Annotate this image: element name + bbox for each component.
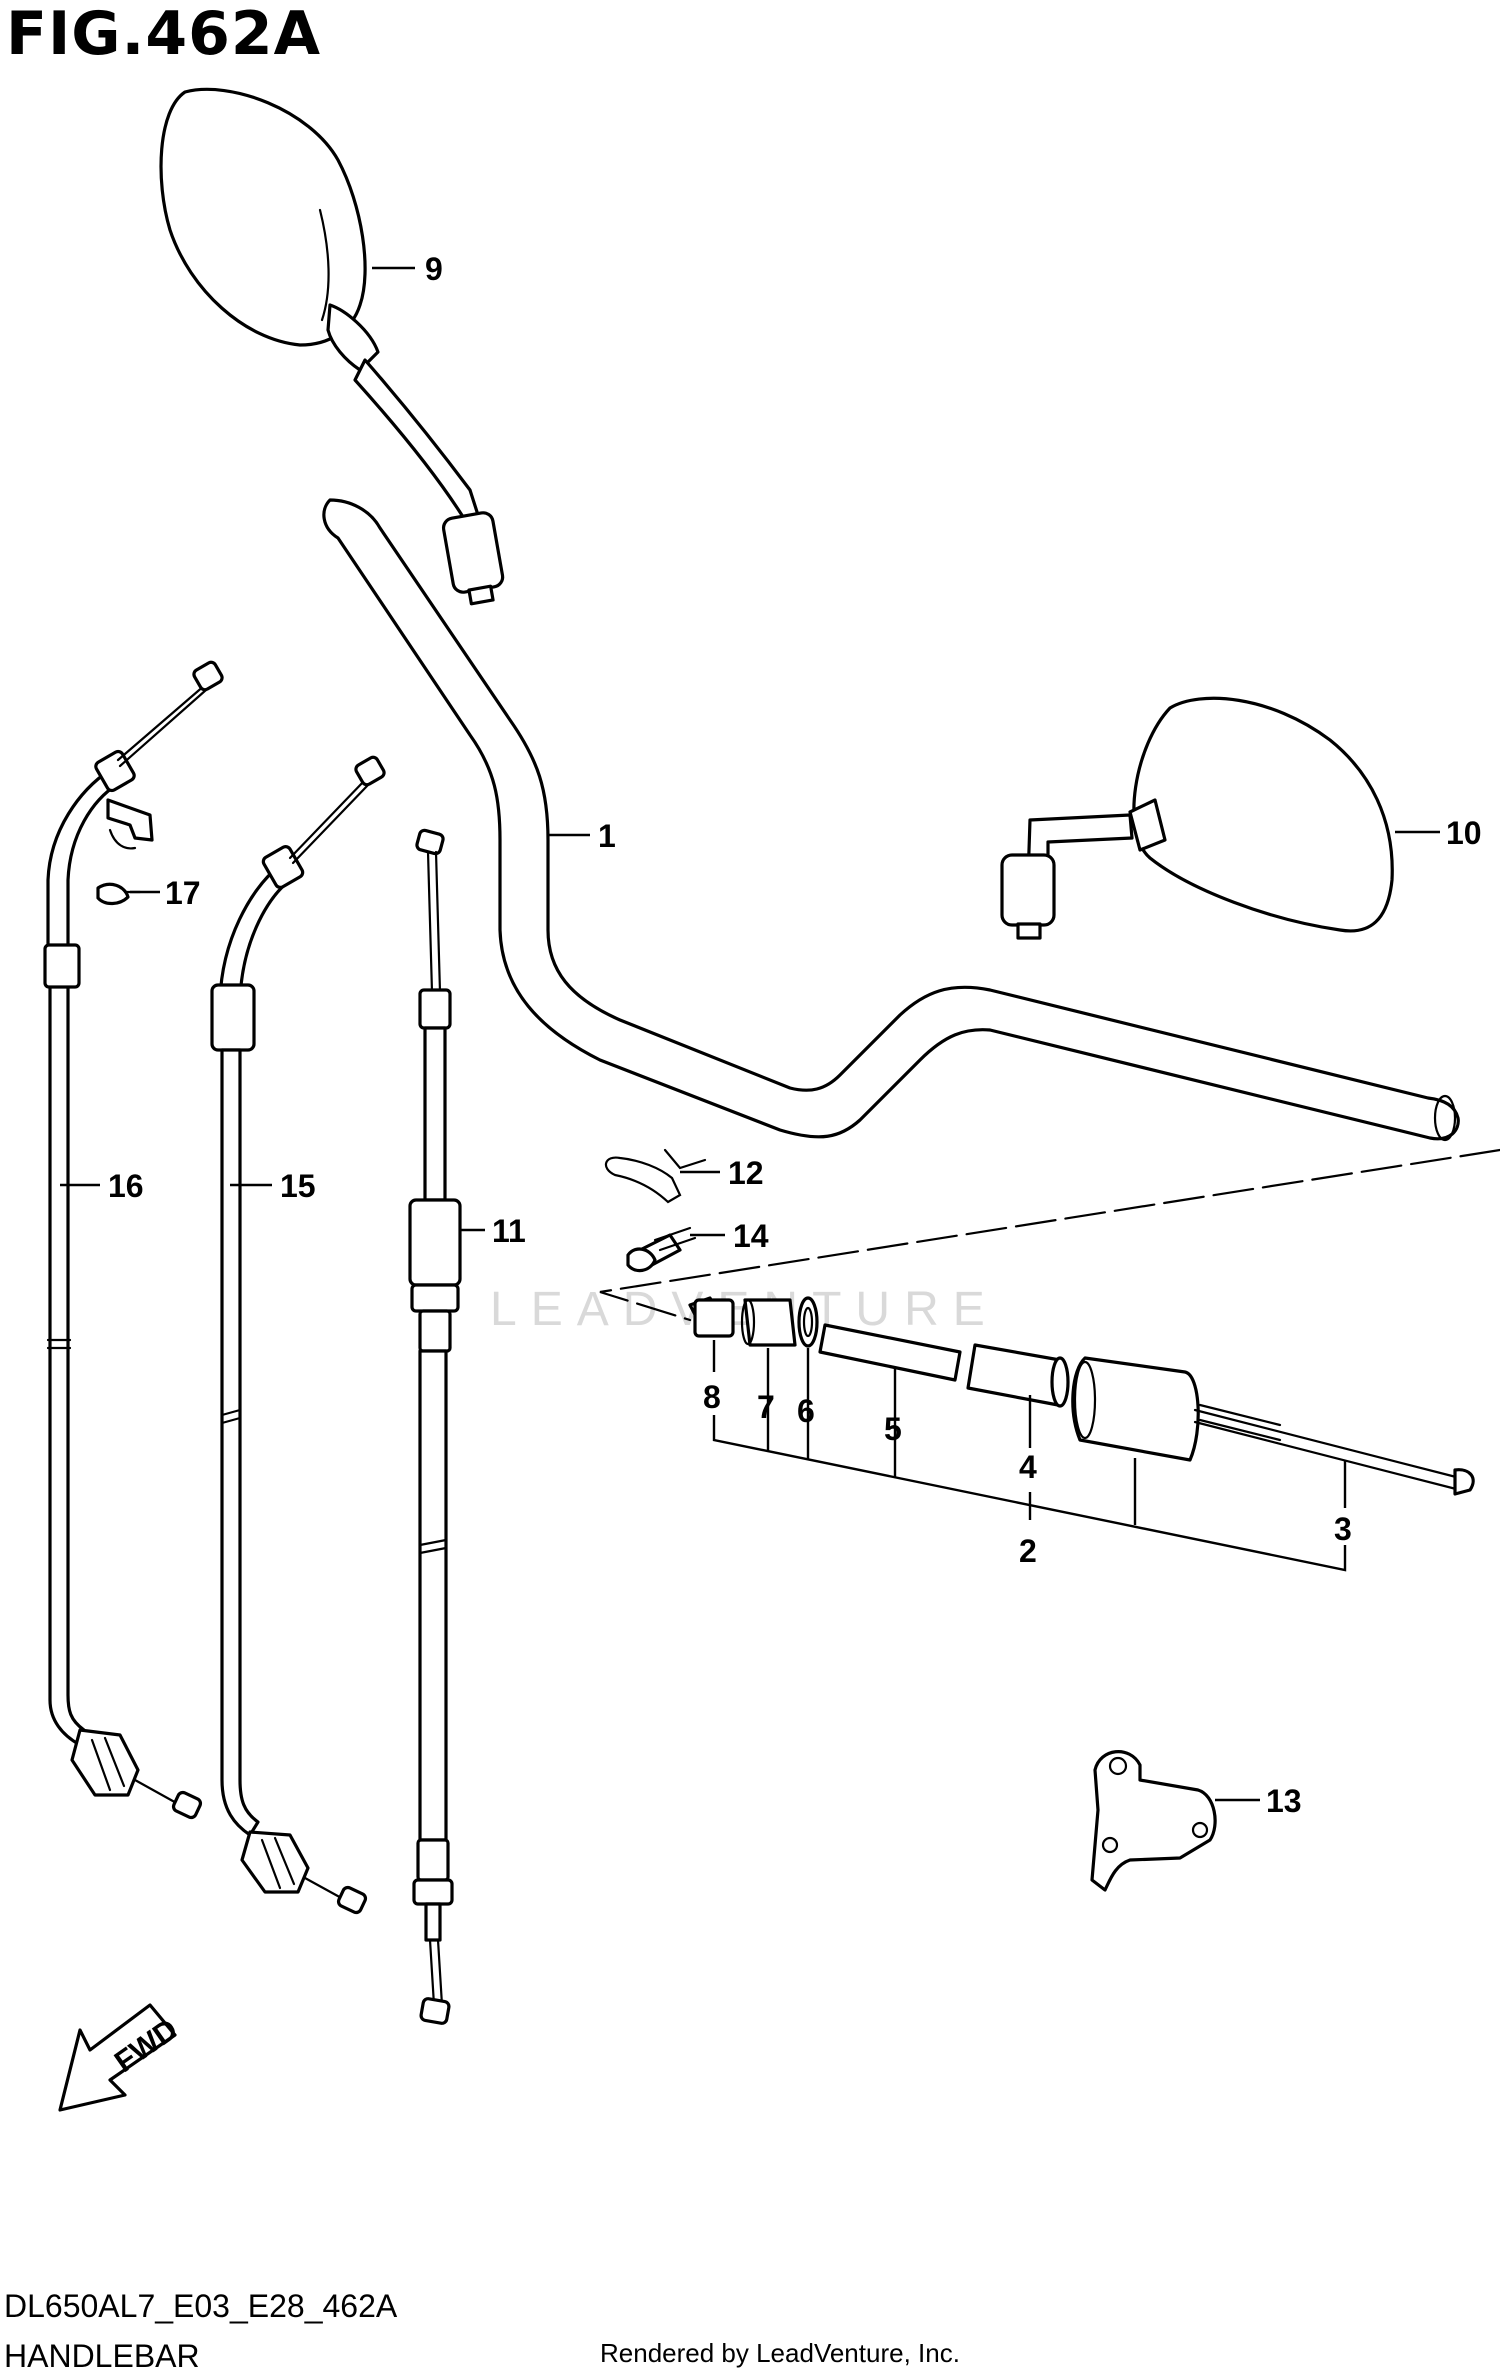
watermark: LEADVENTURE [490, 1283, 999, 1336]
render-credit: Rendered by LeadVenture, Inc. [600, 2338, 960, 2368]
mirror-right[interactable] [1000, 696, 1394, 940]
callout-11: 11 [492, 1213, 526, 1249]
callout-1: 1 [598, 818, 616, 854]
callout-6: 6 [797, 1393, 815, 1429]
cable-16[interactable] [43, 660, 224, 1820]
callout-15: 15 [280, 1168, 316, 1204]
callout-17: 17 [165, 875, 201, 911]
callout-16: 16 [108, 1168, 144, 1204]
cable-11[interactable] [408, 828, 462, 2025]
handlebar[interactable] [322, 498, 1460, 1142]
figure-name: HANDLEBAR [4, 2338, 200, 2374]
callout-9: 9 [425, 251, 443, 287]
bar-end-assembly[interactable] [688, 1296, 1475, 1496]
bracket-13[interactable] [1090, 1750, 1217, 1892]
cable-15[interactable] [210, 755, 386, 1915]
clip-12[interactable] [604, 1148, 707, 1204]
callout-5: 5 [884, 1411, 902, 1447]
callout-12: 12 [728, 1155, 764, 1191]
callout-labels: 9 1 10 11 12 14 13 17 15 16 8 7 6 5 4 2 … [108, 251, 1482, 1819]
leader-lines [60, 266, 1440, 1802]
callout-14: 14 [733, 1218, 769, 1254]
callout-7: 7 [757, 1389, 775, 1425]
fwd-arrow: FWD [58, 2003, 184, 2112]
figure-code: DL650AL7_E03_E28_462A [4, 2288, 398, 2324]
callout-10: 10 [1446, 815, 1482, 851]
mirror-left[interactable] [159, 87, 505, 606]
callout-8: 8 [703, 1379, 721, 1415]
figure-title: FIG.462A [6, 0, 322, 69]
callout-2: 2 [1019, 1533, 1037, 1569]
callout-3: 3 [1334, 1511, 1352, 1547]
bolt-14[interactable] [626, 1226, 697, 1273]
callout-13: 13 [1266, 1783, 1302, 1819]
callout-4: 4 [1019, 1449, 1037, 1485]
